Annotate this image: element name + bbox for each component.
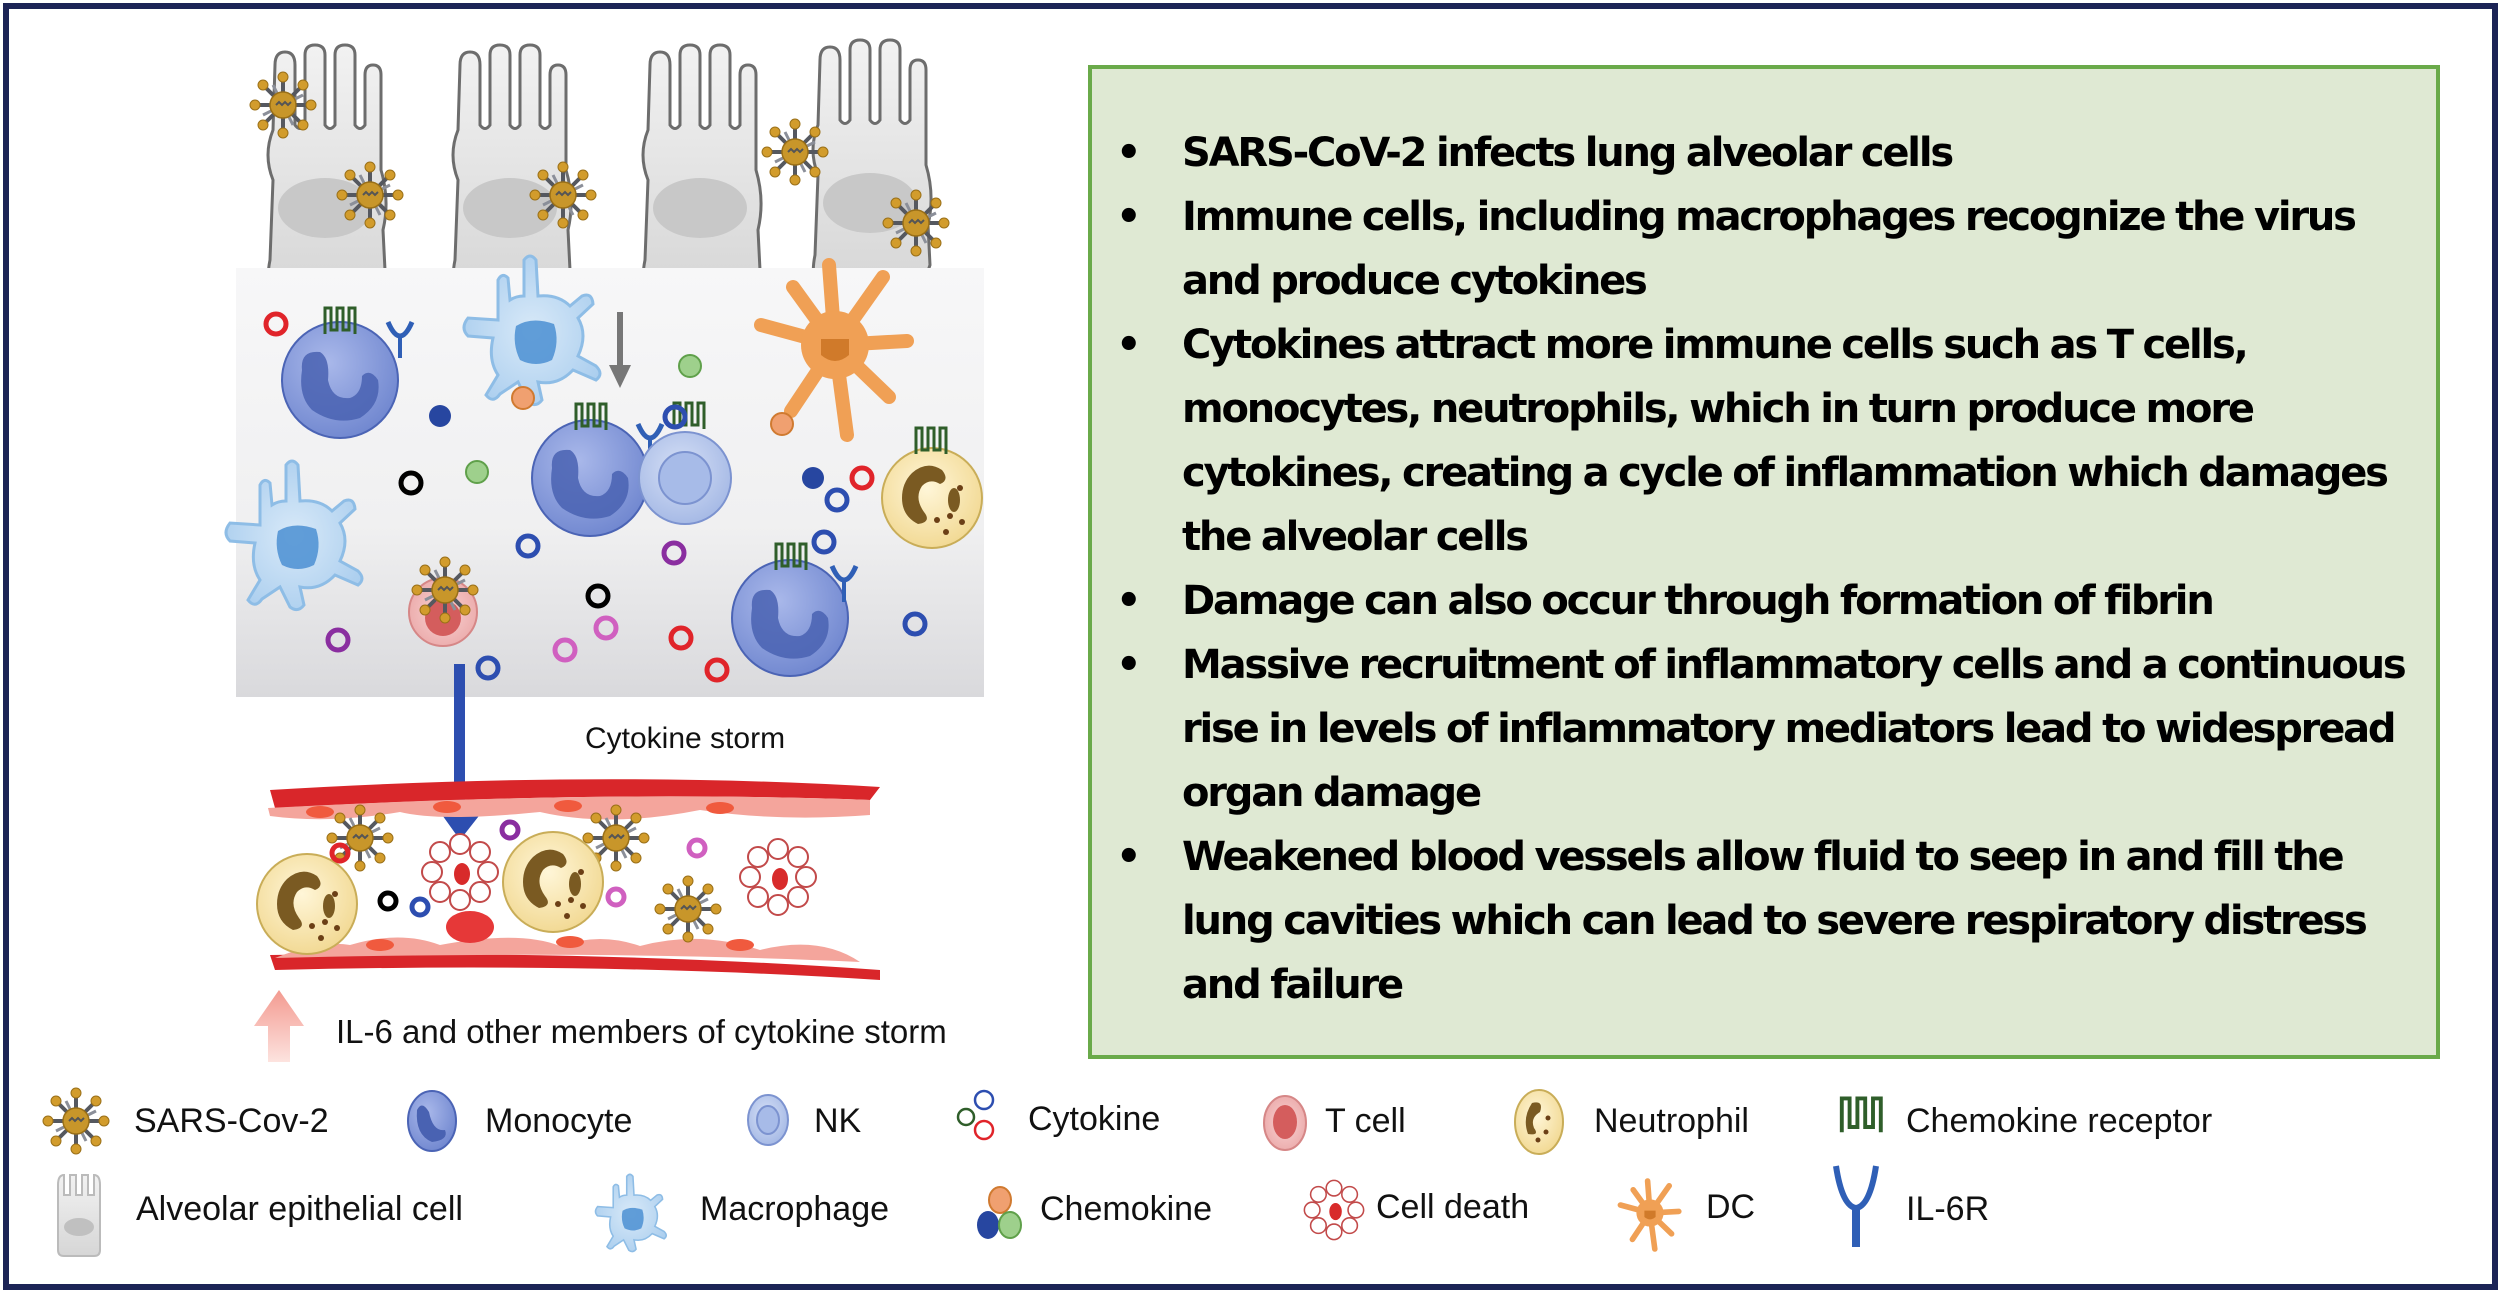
legend-label-alveolar-epithelial-cell: Alveolar epithelial cell [136, 1190, 463, 1228]
alveolar-cell [641, 43, 763, 298]
increase-arrow-icon [254, 990, 304, 1062]
neutrophil [256, 853, 358, 955]
neutrophil [881, 447, 983, 549]
legend-label-macrophage: Macrophage [700, 1190, 890, 1228]
bullet-text: Cytokines attract more immune cells such… [1182, 322, 2389, 560]
legend-t-cell-icon [1263, 1095, 1307, 1151]
bullet-text: Weakened blood vessels allow fluid to se… [1182, 834, 2368, 1008]
virus-particle [760, 117, 830, 187]
legend-nk-icon [747, 1094, 789, 1146]
summary-bullet: • Weakened blood vessels allow fluid to s… [1092, 825, 2416, 1017]
legend-cell-death-icon [1303, 1179, 1365, 1241]
legend-dc-icon [1620, 1181, 1678, 1249]
monocyte [531, 419, 649, 537]
legend-label-monocyte: Monocyte [485, 1102, 633, 1140]
summary-bullet: • SARS-CoV-2 infects lung alveolar cells [1092, 121, 2416, 185]
nk-cell [638, 431, 732, 525]
alveolar-cell [451, 43, 573, 298]
cell-death [739, 838, 817, 916]
blue-arrow-shaft [454, 664, 465, 819]
cytokine-particles [263, 311, 928, 683]
gray-arrow-head [609, 365, 631, 388]
immune-cells-in-tissue [224, 254, 983, 677]
summary-bullet: • Damage can also occur through formation… [1092, 569, 2416, 633]
summary-bullet: • Immune cells, including macrophages rec… [1092, 185, 2416, 313]
bullet-icon: • [1116, 642, 1142, 688]
cytokine-storm-label: Cytokine storm [585, 722, 786, 755]
virus-particle [881, 188, 951, 258]
cell-death [421, 833, 499, 911]
summary-bullet-list: •SARS-CoV-2 infects lung alveolar cells … [1092, 69, 2436, 1017]
legend-il6r-icon [1833, 1165, 1879, 1247]
bullet-icon: • [1116, 834, 1142, 880]
legend-neutrophil-icon [1514, 1089, 1564, 1155]
blood-vessel [256, 779, 880, 980]
legend-label-neutrophil: Neutrophil [1594, 1102, 1749, 1140]
legend-icons [41, 1086, 1883, 1257]
legend-chemokine-receptor-icon [1839, 1096, 1883, 1135]
bullet-icon: • [1116, 194, 1142, 240]
bullet-icon: • [1116, 578, 1142, 624]
il6-increase-label: IL-6 and other members of cytokine storm [336, 1013, 947, 1050]
virus-particle [528, 160, 598, 230]
t-cell-infected [408, 555, 480, 647]
legend-label-t-cell: T cell [1325, 1102, 1406, 1140]
legend-cytokine-icon [956, 1089, 995, 1141]
legend-chemokine-icon [977, 1186, 1022, 1239]
red-blood-cell [446, 911, 494, 943]
legend-label-chemokine: Chemokine [1040, 1190, 1212, 1228]
legend-label-chemokine-receptor: Chemokine receptor [1906, 1102, 2213, 1140]
bullet-text: Massive recruitment of inflammatory cell… [1182, 642, 2407, 816]
legend-label-nk: NK [814, 1102, 862, 1140]
bullet-text: SARS-CoV-2 infects lung alveolar cells [1182, 130, 1954, 176]
legend-label-dc: DC [1706, 1188, 1756, 1226]
legend-virus-icon [41, 1086, 111, 1156]
blue-arrow-head [440, 812, 482, 840]
virus-particle [410, 555, 480, 625]
alveolar-epithelial-layer [248, 38, 951, 298]
neutrophil [502, 831, 604, 933]
legend-macrophage-icon [594, 1173, 668, 1253]
legend-label-sars-cov-2: SARS-Cov-2 [134, 1102, 329, 1140]
summary-bullet: • Massive recruitment of inflammatory cel… [1092, 633, 2416, 825]
legend-label-cytokine: Cytokine [1028, 1100, 1161, 1138]
virus-particle [248, 70, 318, 140]
bullet-icon: • [1116, 130, 1142, 176]
legend-monocyte-icon [407, 1090, 457, 1152]
summary-bullet: • Cytokines attract more immune cells suc… [1092, 313, 2416, 569]
summary-textbox: •SARS-CoV-2 infects lung alveolar cells … [1088, 65, 2440, 1059]
virus-particle [335, 160, 405, 230]
bullet-text: Damage can also occur through formation … [1182, 578, 2215, 624]
chemokine-particles [429, 354, 824, 489]
legend-label-il-6r: IL-6R [1906, 1190, 1990, 1228]
bullet-icon: • [1116, 322, 1142, 368]
virus-particle [653, 874, 723, 944]
legend-alveolar-cell-icon [57, 1173, 101, 1257]
monocyte [281, 321, 399, 439]
monocyte [731, 559, 849, 677]
legend-label-cell-death: Cell death [1376, 1188, 1530, 1226]
bullet-text: Immune cells, including macrophages reco… [1182, 194, 2357, 304]
